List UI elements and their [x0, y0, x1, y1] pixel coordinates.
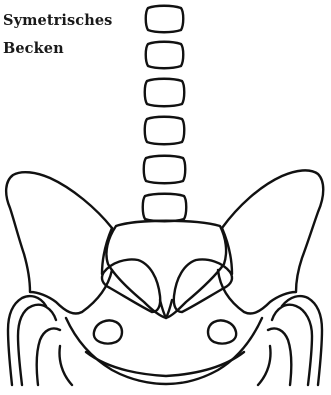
- right-ilium: [218, 170, 323, 313]
- ischial-right-line: [258, 346, 271, 385]
- ischial-left-line: [60, 346, 73, 385]
- lumbar-spine: [143, 6, 187, 222]
- vertebra-1: [146, 6, 184, 33]
- left-femoral-neck: [37, 328, 60, 385]
- left-obturator-foramen: [94, 320, 122, 343]
- sacrum: [106, 221, 226, 318]
- vertebra-6: [143, 194, 187, 222]
- left-ilium: [6, 172, 112, 313]
- vertebra-4: [145, 117, 185, 145]
- vertebra-2: [146, 42, 184, 69]
- vertebra-3: [145, 79, 185, 107]
- pubic-symphysis-lower: [86, 352, 244, 376]
- vertebra-5: [144, 156, 186, 184]
- right-obturator-foramen: [208, 320, 236, 343]
